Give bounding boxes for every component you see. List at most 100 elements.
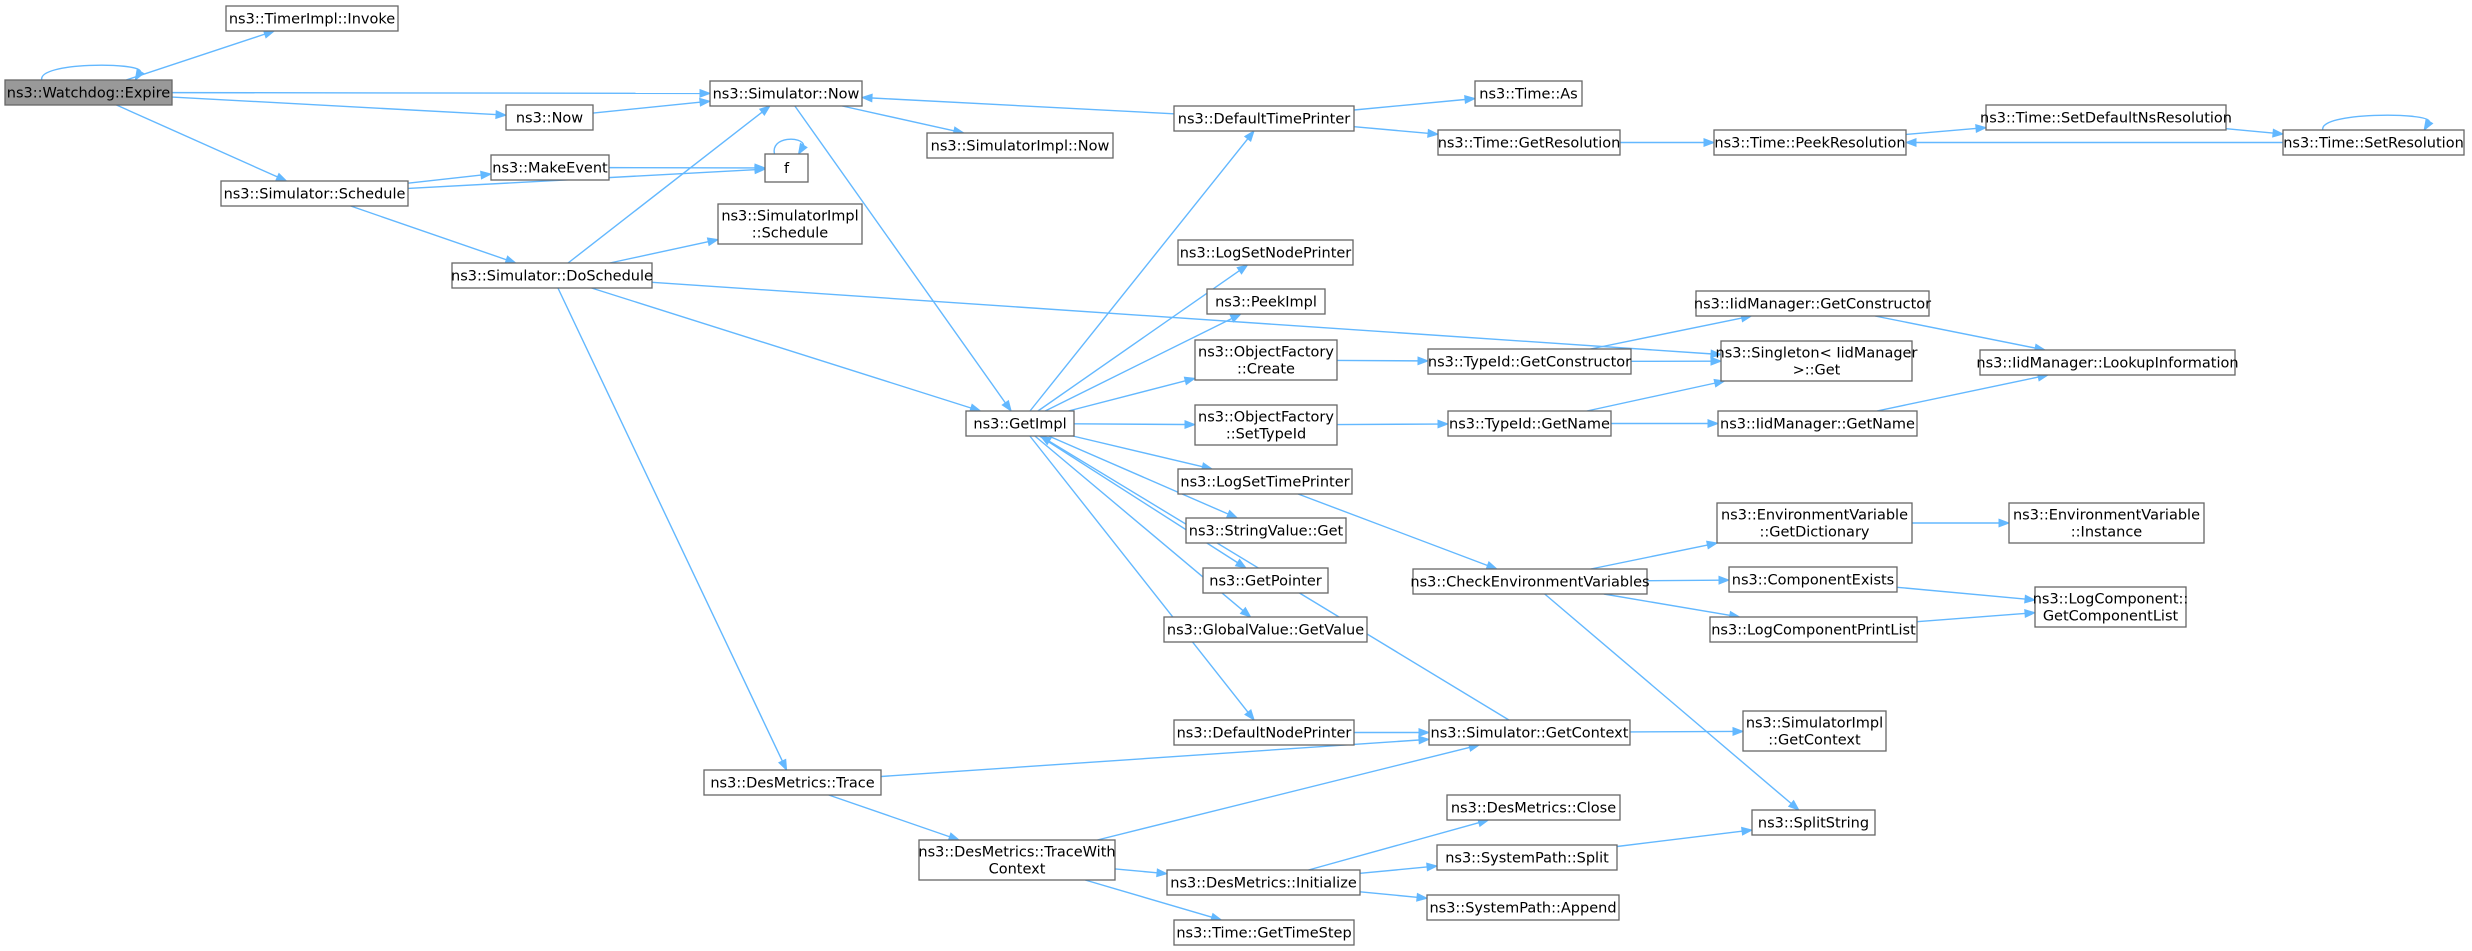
arrowhead (947, 832, 961, 841)
node-objectfactory-settypeid[interactable]: ns3::ObjectFactory::SetTypeId (1194, 404, 1338, 446)
edge-objectfactory_settypeid-to-typeid_getname (1336, 419, 1450, 429)
arrowhead (1184, 419, 1197, 430)
node-simulator-getcontext[interactable]: ns3::Simulator::GetContext (1428, 719, 1631, 746)
node-environmentvariable-getdictionary[interactable]: ns3::EnvironmentVariable::GetDictionary (1716, 502, 1913, 544)
edge-line (1084, 879, 1213, 918)
node-time-as[interactable]: ns3::Time::As (1474, 80, 1583, 107)
node-box (717, 203, 863, 245)
node-time-setdefaultnsresolution[interactable]: ns3::Time::SetDefaultNsResolution (1980, 104, 2232, 131)
node-label: ns3::DefaultNodePrinter (1177, 726, 1352, 742)
node-environmentvariable-instance[interactable]: ns3::EnvironmentVariable::Instance (2008, 502, 2205, 544)
node-globalvalue-getvalue[interactable]: ns3::GlobalValue::GetValue (1163, 616, 1368, 643)
node-simulator-schedule[interactable]: ns3::Simulator::Schedule (220, 180, 409, 207)
node-box (1474, 80, 1583, 107)
node-simulatorimpl-getcontext[interactable]: ns3::SimulatorImpl::GetContext (1742, 710, 1887, 752)
arrowhead (275, 172, 288, 182)
node-timerimpl-invoke[interactable]: ns3::TimerImpl::Invoke (225, 5, 399, 32)
node-label: ns3::TypeId::GetConstructor (1428, 355, 1631, 371)
edge-line (1590, 544, 1708, 570)
node-box (490, 154, 610, 181)
node-desmetrics-trace[interactable]: ns3::DesMetrics::Trace (703, 769, 882, 796)
node-watchdog-expire[interactable]: ns3::Watchdog::Expire (4, 79, 173, 106)
node-iidmanager-getconstructor[interactable]: ns3::IidManager::GetConstructor (1694, 290, 1931, 317)
edge-line (651, 281, 1712, 355)
arrowhead (1225, 509, 1239, 519)
edge-logcomponentprintlist-to-logcomponent_getcomponentlist (1916, 609, 2037, 623)
edge-line (592, 101, 701, 114)
node-box (703, 769, 882, 796)
node-peekimpl[interactable]: ns3::PeekImpl (1206, 288, 1326, 315)
node-systempath-split[interactable]: ns3::SystemPath::Split (1436, 844, 1618, 871)
edge-line (591, 287, 972, 409)
node-componentexists[interactable]: ns3::ComponentExists (1728, 566, 1898, 593)
node-simulator-doschedule[interactable]: ns3::Simulator::DoSchedule (451, 262, 653, 289)
node-objectfactory-create[interactable]: ns3::ObjectFactory::Create (1194, 339, 1338, 381)
node-simulatorimpl-now[interactable]: ns3::SimulatorImpl::Now (926, 132, 1114, 159)
edge-line (2322, 114, 2431, 131)
node-stringvalue-get[interactable]: ns3::StringValue::Get (1185, 517, 1347, 544)
edge-typeid_getname-to-singleton_iidmanager_get (1586, 378, 1727, 412)
node-checkenvironmentvariables[interactable]: ns3::CheckEnvironmentVariables (1410, 568, 1650, 595)
node-makeevent[interactable]: ns3::MakeEvent (490, 154, 610, 181)
node-box (1194, 404, 1338, 446)
node-simulatorimpl-schedule[interactable]: ns3::SimulatorImpl::Schedule (717, 203, 863, 245)
node-typeid-getname[interactable]: ns3::TypeId::GetName (1447, 410, 1612, 437)
node-iidmanager-getname[interactable]: ns3::IidManager::GetName (1717, 410, 1918, 437)
edge-typeid_getname-to-iidmanager_getname (1611, 418, 1720, 429)
node-label: ::GetDictionary (1760, 525, 1870, 541)
node-label: ns3::EnvironmentVariable (2013, 508, 2200, 524)
node-systempath-append[interactable]: ns3::SystemPath::Append (1426, 894, 1620, 921)
node-time-gettimestep[interactable]: ns3::Time::GetTimeStep (1173, 919, 1355, 946)
edge-line (1336, 423, 1439, 426)
node-getpointer[interactable]: ns3::GetPointer (1202, 567, 1329, 594)
node-typeid-getconstructor[interactable]: ns3::TypeId::GetConstructor (1427, 348, 1632, 375)
edge-line (126, 33, 265, 81)
node-label: ns3::ObjectFactory (1198, 410, 1334, 426)
node-box (1713, 129, 1907, 156)
node-defaulttimeprinter[interactable]: ns3::DefaultTimePrinter (1173, 105, 1355, 132)
node-label: ns3::SystemPath::Append (1429, 901, 1616, 917)
node-time-setresolution[interactable]: ns3::Time::SetResolution (2282, 129, 2465, 156)
node-iidmanager-lookupinformation[interactable]: ns3::IidManager::LookupInformation (1976, 349, 2239, 376)
arrowhead (1732, 726, 1745, 736)
arrowhead (1707, 418, 1720, 429)
edge-line (1114, 868, 1158, 874)
node-getimpl[interactable]: ns3::GetImpl (965, 410, 1075, 437)
node-label: ns3::GetImpl (973, 417, 1066, 433)
node-logsettimeprinter[interactable]: ns3::LogSetTimePrinter (1177, 468, 1353, 495)
edge-getimpl-to-logsetnodeprinter (1037, 264, 1249, 412)
edge-defaulttimeprinter-to-time_getresolution (1353, 125, 1440, 138)
node-splitstring[interactable]: ns3::SplitString (1751, 809, 1876, 836)
node-box (1447, 410, 1612, 437)
node-label: ns3::Time::GetResolution (1438, 136, 1621, 152)
node-label: ns3::PeekImpl (1215, 295, 1317, 311)
node-logcomponent-getcomponentlist[interactable]: ns3::LogComponent::GetComponentList (2033, 586, 2189, 628)
node-label: ::SetTypeId (1226, 427, 1306, 443)
node-ns3-now[interactable]: ns3::Now (505, 104, 594, 131)
node-desmetrics-close[interactable]: ns3::DesMetrics::Close (1446, 794, 1621, 821)
edge-simulator_doschedule-to-desmetrics_trace (557, 287, 788, 772)
edge-desmetrics_trace-to-simulator_getcontext (880, 735, 1431, 778)
arrowhead (504, 255, 518, 264)
node-label: ::Create (1237, 362, 1295, 378)
node-singleton-iidmanager-get[interactable]: ns3::Singleton< IidManager>::Get (1716, 340, 1918, 382)
edge-objectfactory_create-to-typeid_getconstructor (1336, 356, 1430, 366)
edge-line (1097, 746, 1470, 841)
node-time-peekresolution[interactable]: ns3::Time::PeekResolution (1713, 129, 1907, 156)
node-box (1717, 410, 1918, 437)
arrowhead (1236, 264, 1249, 275)
arrowhead (2272, 128, 2285, 138)
arrowhead (1437, 419, 1450, 429)
node-box (1985, 104, 2227, 131)
edge-line (350, 205, 507, 261)
node-desmetrics-initialize[interactable]: ns3::DesMetrics::Initialize (1166, 869, 1361, 896)
node-defaultnodeprinter[interactable]: ns3::DefaultNodePrinter (1173, 719, 1355, 746)
node-logsetnodeprinter[interactable]: ns3::LogSetNodePrinter (1177, 239, 1354, 266)
node-time-getresolution[interactable]: ns3::Time::GetResolution (1437, 129, 1621, 156)
node-label: ns3::DesMetrics::Trace (710, 776, 874, 792)
node-logcomponentprintlist[interactable]: ns3::LogComponentPrintList (1709, 616, 1918, 643)
node-simulator-now[interactable]: ns3::Simulator::Now (709, 80, 863, 107)
node-f[interactable]: f (764, 153, 809, 183)
edge-defaulttimeprinter-to-simulator_now (860, 93, 1175, 115)
